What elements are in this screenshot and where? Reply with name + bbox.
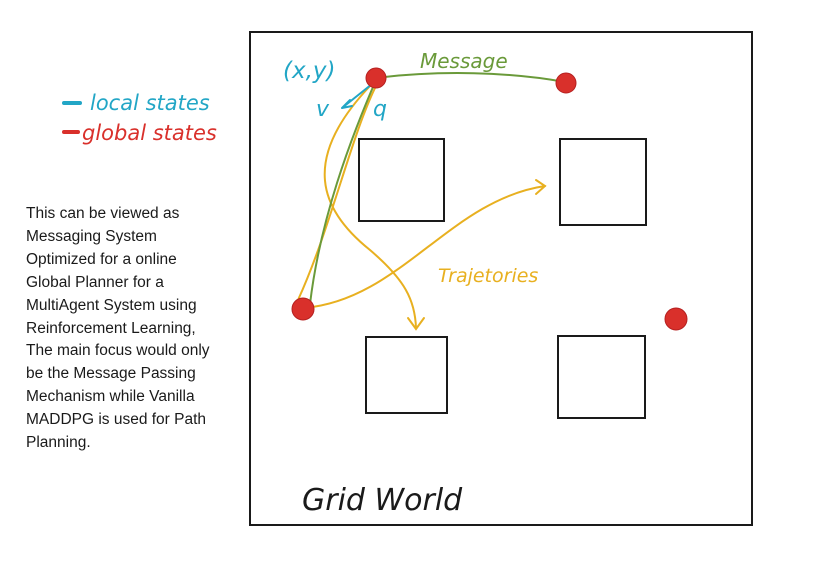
description-line: be the Message Passing [26,365,196,383]
message-link-top [375,72,566,83]
q-label: q [373,97,387,122]
message-label: Message [420,49,508,73]
description-text: This can be viewed as Messaging System O… [26,203,256,455]
obstacle-top-left [358,138,445,222]
grid-world-title: Grid World [302,483,463,518]
description-line: Reinforcement Learning, [26,319,196,337]
description-line: Messaging System [26,227,157,245]
obstacle-bottom-left [365,336,448,414]
trajectory-curve-diag [297,87,376,301]
legend-local-label: local states [90,91,210,115]
agents [291,67,688,331]
message-link-diag [309,79,377,305]
description-line: Optimized for a online [26,250,177,268]
trajectory-arrowhead-down [407,317,425,331]
v-label: v [316,97,330,122]
agent-top-right [555,72,577,94]
grid-world-frame [249,31,753,526]
description-line: Mechanism while Vanilla [26,388,195,406]
legend-global-label: global states [82,121,217,145]
trajectories [297,85,547,331]
trajectory-curve-down [323,85,417,329]
trajectories-label: Trajetories [438,265,538,287]
message-links [309,72,566,305]
description-line: MADDPG is used for Path [26,411,207,429]
obstacle-top-right [559,138,647,226]
agent-left [291,297,315,321]
description-line: MultiAgent System using [26,296,197,314]
obstacle-bottom-right [557,335,646,419]
description-line: This can be viewed as [26,205,180,222]
legend: local states global states [62,91,217,145]
agent-right [664,307,688,331]
local-state-annotations: (x,y) v q [283,58,387,122]
v-arrow [341,83,373,109]
description-line: The main focus would only [26,342,210,360]
agent-top-left [365,67,387,89]
description-line: Planning. [26,434,91,452]
description-line: Global Planner for a [26,273,164,291]
trajectory-curve-right [303,185,546,309]
trajectory-arrowhead-right [535,179,547,195]
xy-label: (x,y) [283,58,335,84]
